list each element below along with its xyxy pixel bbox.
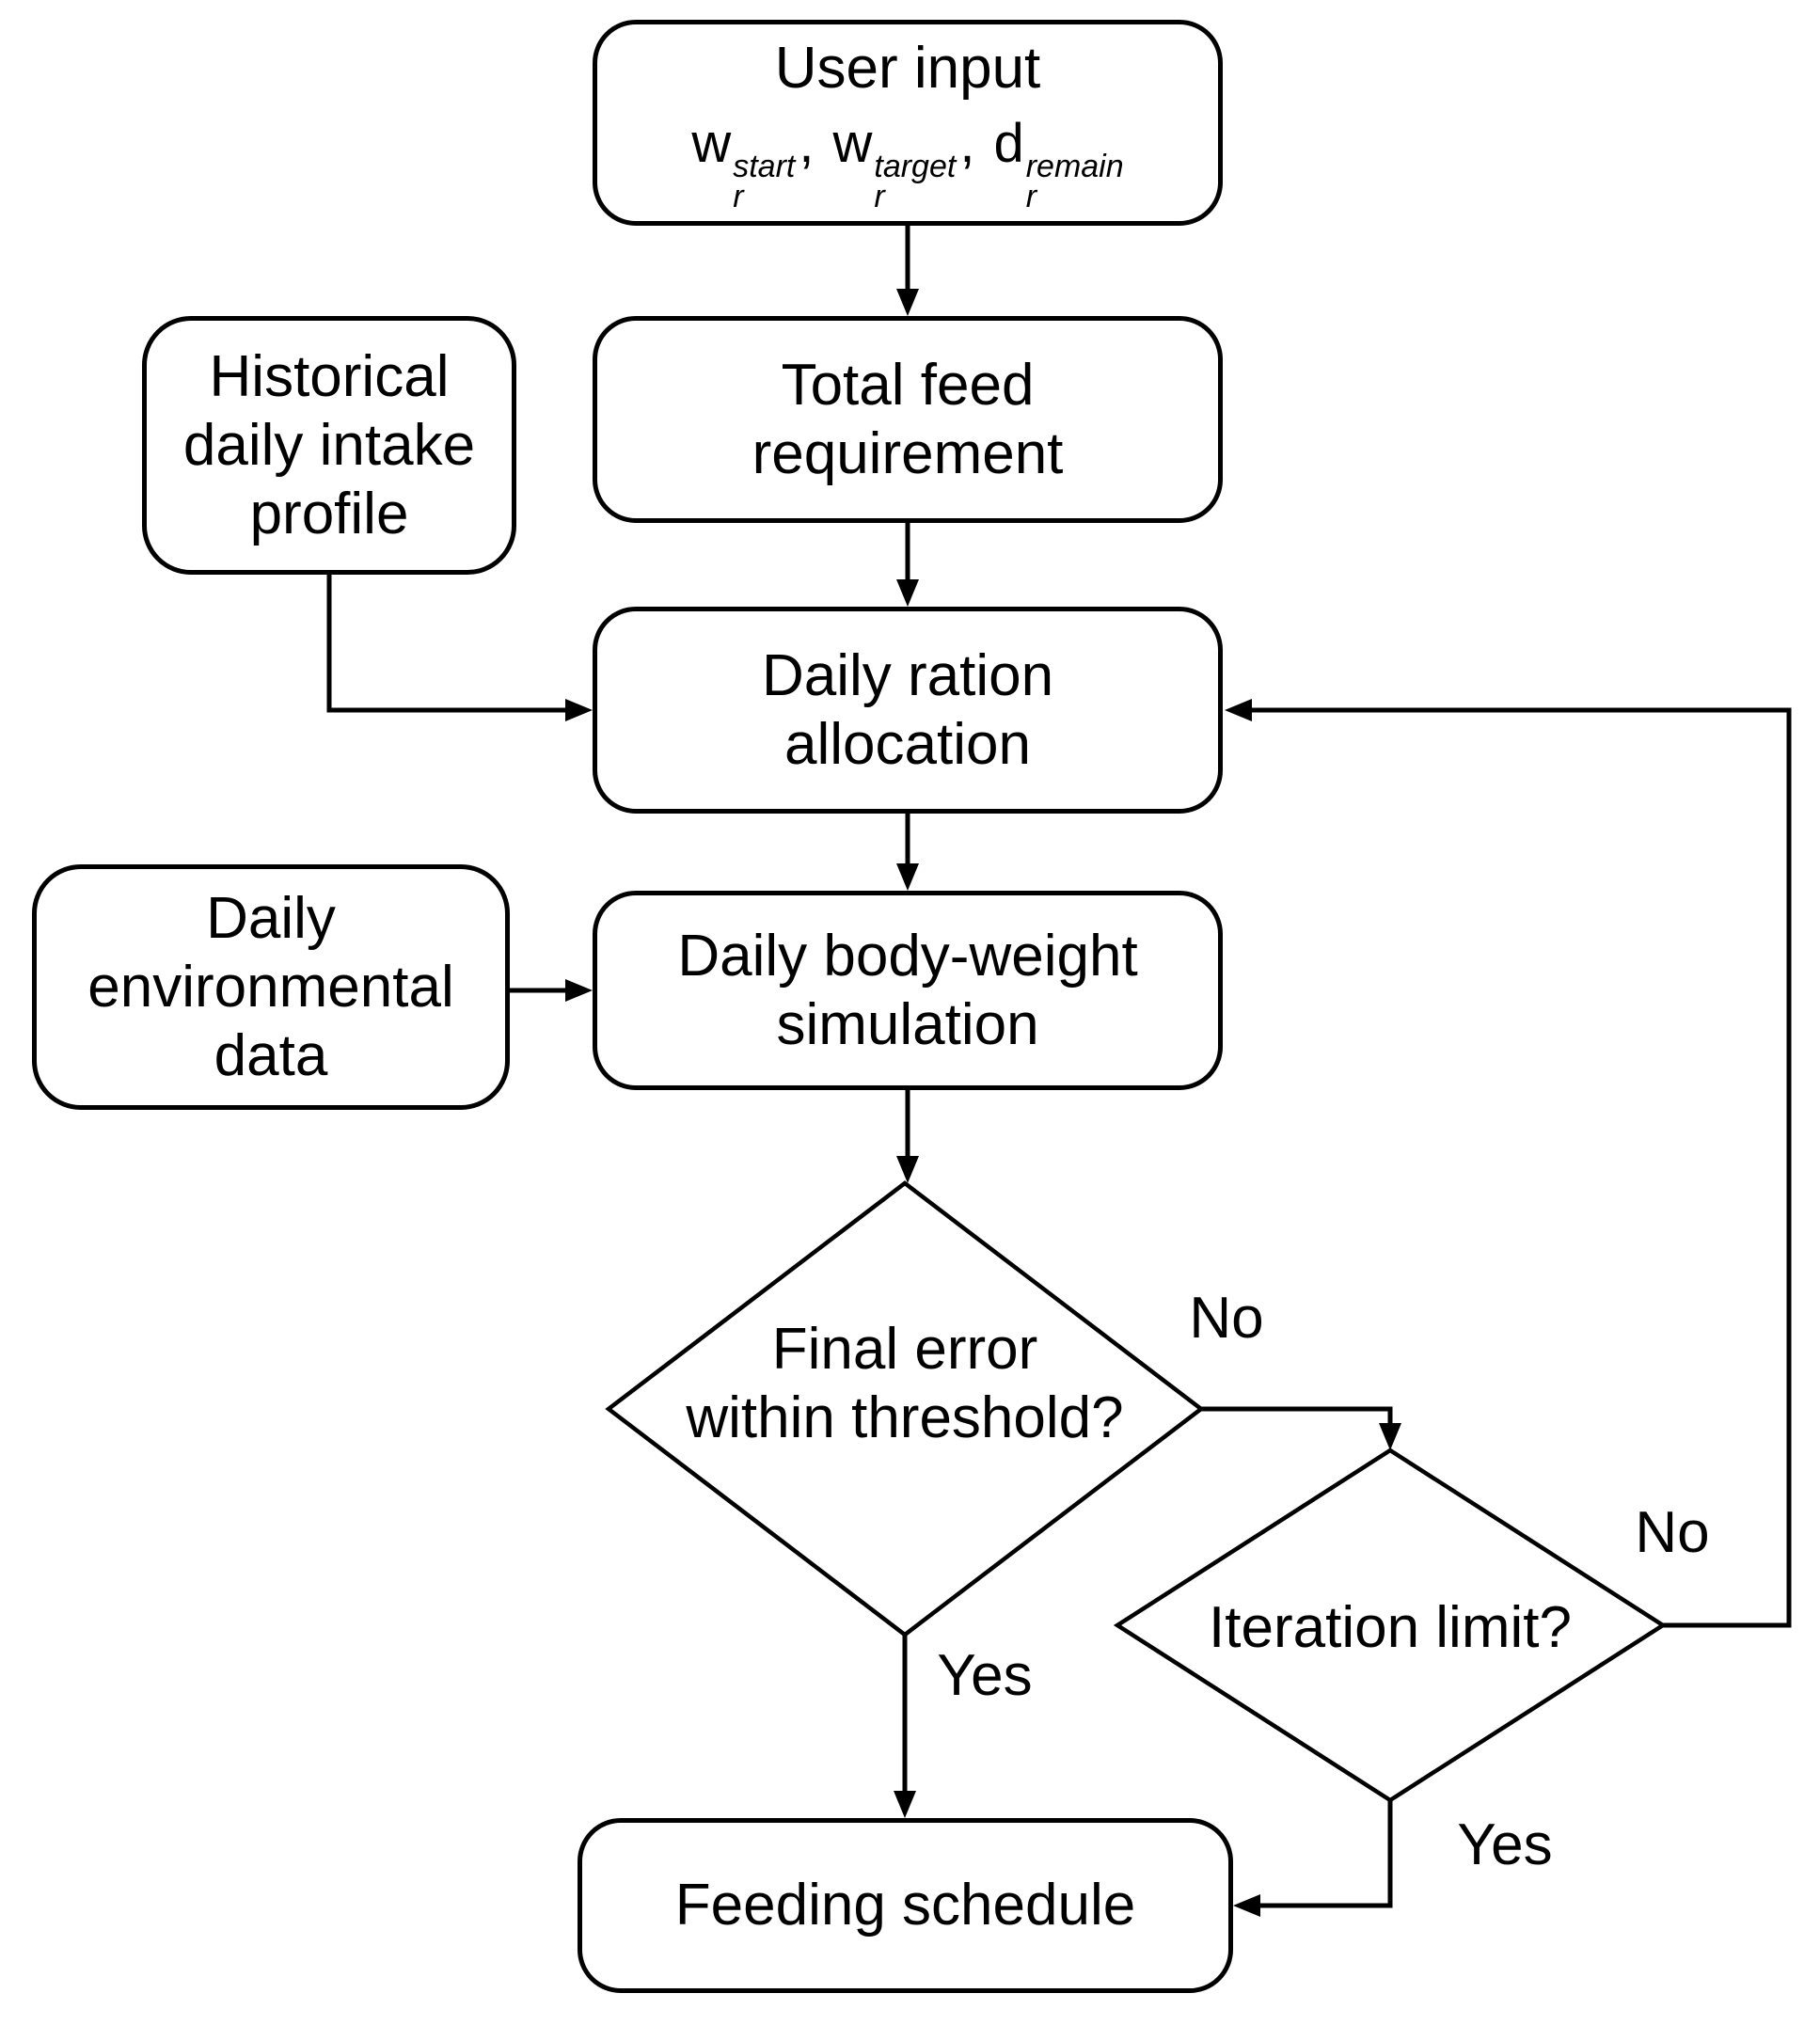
node-total-feed-requirement: Total feed requirement [593, 316, 1223, 523]
arrowhead-icon [896, 863, 919, 891]
formula-separator: , [959, 112, 975, 174]
edge-iteration-no-loopback [1250, 707, 1792, 1628]
decision-final-error-shape [605, 1180, 1205, 1637]
node-label-line: Historical [209, 343, 450, 409]
node-label-line: Daily ration [761, 642, 1054, 708]
node-daily-environmental-data: Daily environmental data [32, 864, 510, 1110]
user-input-title: User input [774, 35, 1041, 101]
formula-superscript: start [733, 148, 796, 184]
arrowhead-icon [565, 699, 593, 721]
node-label-line: Iteration limit? [1209, 1595, 1572, 1660]
arrowhead-icon [1233, 1894, 1260, 1917]
arrowhead-icon [1225, 699, 1252, 721]
node-label-line: environmental [87, 954, 454, 1020]
node-label-line: daily intake [182, 412, 476, 478]
node-historical-daily-intake-profile: Historical daily intake profile [142, 316, 516, 575]
node-label-line: Daily [206, 885, 336, 951]
edge-label-iteration-no: No [1635, 1500, 1710, 1565]
node-label-line: simulation [776, 992, 1039, 1057]
formula-superscript: remain [1025, 148, 1124, 184]
formula-base: w [691, 112, 732, 174]
edge-label-final-error-yes: Yes [937, 1643, 1033, 1708]
node-label-line: within threshold? [686, 1385, 1124, 1451]
node-label-line: allocation [784, 712, 1031, 777]
arrowhead-icon [896, 1156, 919, 1183]
node-label-line: Daily body-weight [677, 923, 1138, 989]
arrowhead-icon [896, 289, 919, 316]
node-label-line: Feeding schedule [674, 1873, 1136, 1938]
node-label-line: requirement [752, 421, 1064, 486]
node-label-line: data [214, 1023, 328, 1089]
formula-separator: , [799, 112, 815, 174]
node-daily-ration-allocation: Daily ration allocation [593, 607, 1223, 814]
node-label-line: Total feed [781, 352, 1035, 418]
node-daily-body-weight-simulation: Daily body-weight simulation [593, 891, 1223, 1090]
arrowhead-icon [894, 1791, 916, 1818]
edge-historical-to-daily-ration [326, 575, 567, 713]
node-label-line: profile [249, 482, 409, 547]
edge-final-error-no-to-iteration [1201, 1406, 1393, 1425]
decision-iteration-limit-shape [1113, 1448, 1668, 1803]
node-feeding-schedule: Feeding schedule [578, 1818, 1233, 1993]
formula-superscript: target [874, 148, 957, 184]
arrowhead-icon [565, 979, 593, 1002]
arrowhead-icon [1379, 1423, 1401, 1450]
node-label-line: Final error [771, 1317, 1038, 1382]
decision-iteration-limit-label: Iteration limit? [1117, 1593, 1663, 1662]
decision-final-error-label: Final error within threshold? [623, 1315, 1187, 1452]
formula-subscript: r [1025, 179, 1037, 215]
formula-subscript: r [733, 179, 744, 215]
arrowhead-icon [896, 579, 919, 607]
formula-base: w [832, 112, 873, 174]
edge-label-final-error-no: No [1189, 1286, 1264, 1351]
formula-base: d [993, 112, 1024, 174]
edge-label-iteration-yes: Yes [1457, 1812, 1553, 1877]
edge-iteration-yes-to-feeding [1258, 1800, 1393, 1908]
formula-subscript: r [874, 179, 885, 215]
